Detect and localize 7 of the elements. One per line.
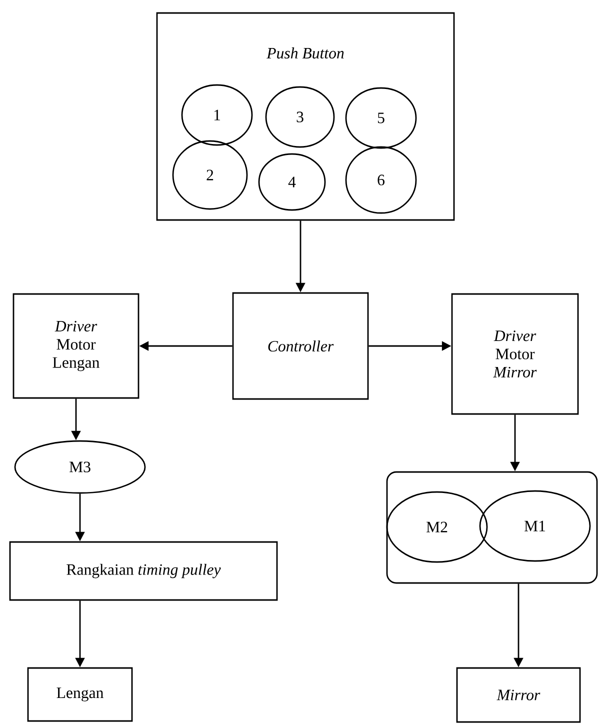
output-box: Lengan [27, 667, 133, 722]
output-box: Mirror [456, 667, 581, 723]
motor-group-box [386, 471, 598, 584]
process-box: Rangkaian timing pulley [9, 541, 278, 601]
process-box: Controller [232, 292, 369, 400]
process-box: Driver Motor Lengan [12, 293, 140, 399]
process-box: Driver Motor Mirror [451, 293, 579, 415]
